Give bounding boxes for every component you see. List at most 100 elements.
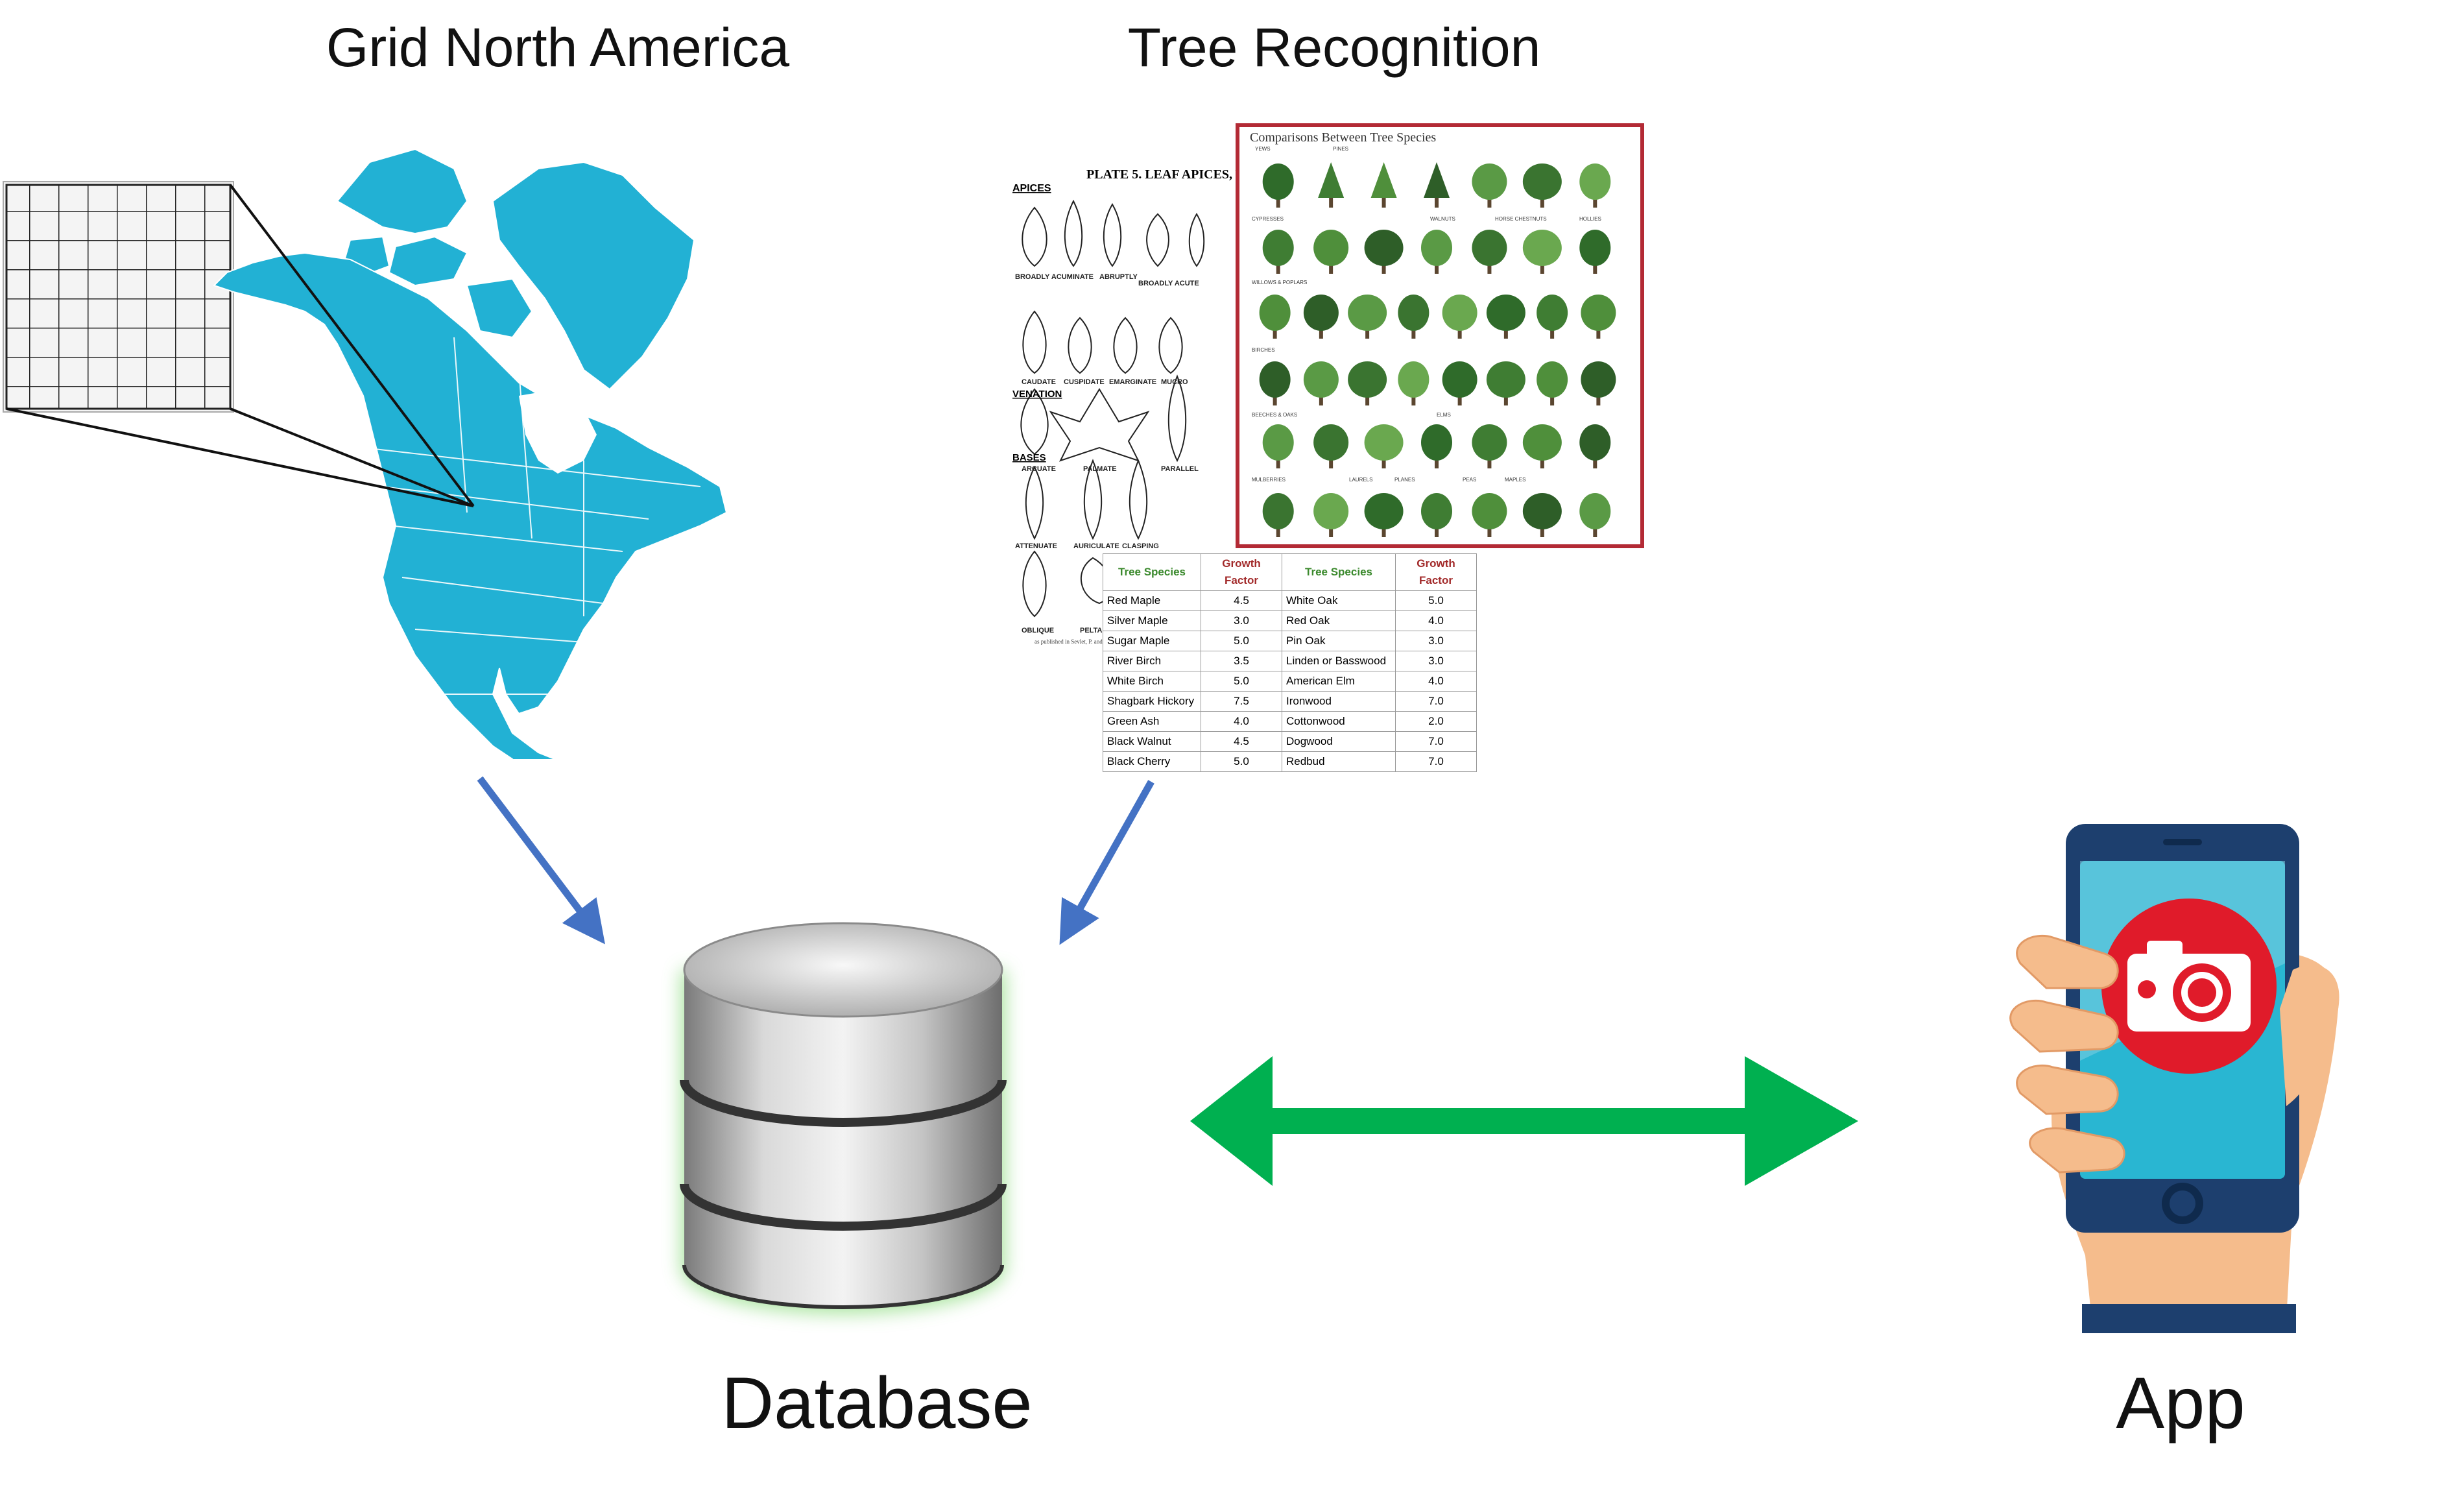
table-header-species-1: Tree Species [1103, 553, 1201, 591]
poster-tree-trunk [1540, 454, 1544, 468]
poster-tree-trunk [1503, 391, 1508, 405]
table-cell: Redbud [1282, 751, 1396, 772]
table-cell: 5.0 [1201, 671, 1282, 692]
leaf-plate-footer: as published in Sevlet, P. and G [1035, 638, 1108, 645]
table-cell: Dogwood [1282, 731, 1396, 752]
table-cell: 5.0 [1201, 631, 1282, 651]
poster-tree-crown [1522, 424, 1562, 461]
poster-tree-crown [1579, 163, 1611, 200]
table-cell: Linden or Basswood [1282, 651, 1396, 671]
poster-tree-trunk [1329, 260, 1334, 274]
apex-label-3: ABRUPTLY [1099, 273, 1138, 281]
poster-tree-trunk [1382, 454, 1386, 468]
poster-tree-trunk [1411, 391, 1416, 405]
poster-row-mulberries: MULBERRIES [1252, 477, 1286, 483]
poster-tree-crown [1364, 424, 1404, 461]
poster-tree-crown [1472, 424, 1507, 461]
table-cell: Cottonwood [1282, 711, 1396, 732]
table-cell: Pin Oak [1282, 631, 1396, 651]
apex-label-7: CUSPIDATE [1064, 378, 1105, 386]
poster-row-horse-chestnuts: HORSE CHESTNUTS [1495, 216, 1547, 222]
table-cell: 3.5 [1201, 651, 1282, 671]
poster-tree-crown [1313, 493, 1349, 529]
poster-tree-crown [1262, 163, 1294, 200]
poster-tree-crown [1313, 424, 1349, 461]
apex-label-1: BROADLY ACUMINATE [1015, 273, 1094, 281]
poster-row-maples: MAPLES [1505, 477, 1525, 483]
poster-tree-crown [1522, 230, 1562, 266]
table-cell: 4.0 [1201, 711, 1282, 732]
poster-tree-trunk [1550, 391, 1555, 405]
base-label-2: AURICULATE [1073, 542, 1119, 550]
poster-tree-trunk [1540, 260, 1544, 274]
poster-tree-trunk [1540, 523, 1544, 537]
arrow-database-app-bidirectional [1190, 1056, 1858, 1186]
poster-tree-trunk [1435, 260, 1439, 274]
table-cell: American Elm [1282, 671, 1396, 692]
camera-icon[interactable] [2101, 899, 2277, 1074]
poster-tree-trunk [1276, 260, 1280, 274]
smartphone-icon[interactable] [2007, 814, 2358, 1340]
table-cell: 3.0 [1395, 651, 1477, 671]
poster-tree-trunk [1365, 391, 1370, 405]
poster-tree-trunk [1457, 324, 1462, 339]
poster-tree-grid [1259, 162, 1616, 537]
poster-tree-trunk [1487, 523, 1492, 537]
database-cylinder-icon [680, 922, 1007, 1314]
apex-label-4: BROADLY ACUTE [1138, 280, 1199, 287]
poster-tree-trunk [1593, 454, 1597, 468]
poster-tree-crown [1472, 230, 1507, 266]
poster-row-cypresses: CYPRESSES [1252, 216, 1284, 222]
poster-tree-trunk [1487, 193, 1492, 208]
poster-row-peas: PEAS [1463, 477, 1476, 483]
table-cell: 4.5 [1201, 590, 1282, 611]
table-cell: 7.0 [1395, 731, 1477, 752]
base-label-3: CLASPING [1122, 542, 1159, 550]
poster-tree-crown [1421, 424, 1452, 461]
base-label-5: OBLIQUE [1022, 627, 1054, 634]
poster-tree-trunk [1550, 324, 1555, 339]
poster-tree-trunk [1319, 391, 1323, 405]
table-cell: Black Cherry [1103, 751, 1201, 772]
table-cell: White Birch [1103, 671, 1201, 692]
growth-factor-table: Tree Species Growth Factor Tree Species … [1103, 553, 1477, 772]
poster-tree-crown [1421, 230, 1452, 266]
poster-tree-crown [1348, 295, 1387, 331]
leaf-plate-title: PLATE 5. LEAF APICES, VENA [1086, 167, 1273, 182]
poster-tree-trunk [1540, 193, 1544, 208]
poster-tree-trunk [1365, 324, 1370, 339]
poster-tree-crown [1398, 361, 1429, 398]
north-america-map [3, 148, 728, 759]
app-label: App [2116, 1362, 2245, 1443]
poster-tree-crown [1442, 361, 1477, 398]
poster-tree-trunk [1596, 391, 1601, 405]
poster-tree-crown [1579, 493, 1611, 529]
leaf-section-apices: APICES [1012, 183, 1051, 194]
poster-tree-trunk [1457, 391, 1462, 405]
poster-tree-crown [1442, 295, 1477, 331]
poster-tree-crown [1313, 230, 1349, 266]
poster-row-hollies: HOLLIES [1579, 216, 1601, 222]
poster-tree-crown [1259, 361, 1291, 398]
table-cell: 5.0 [1395, 590, 1477, 611]
poster-tree-trunk [1435, 454, 1439, 468]
table-cell: Shagbark Hickory [1103, 691, 1201, 712]
poster-tree-trunk [1276, 523, 1280, 537]
poster-tree-crown [1522, 493, 1562, 529]
table-header-species-2: Tree Species [1282, 553, 1396, 591]
poster-tree-crown [1318, 162, 1345, 198]
poster-tree-trunk [1487, 454, 1492, 468]
poster-tree-crown [1348, 361, 1387, 398]
table-cell: Black Walnut [1103, 731, 1201, 752]
poster-tree-crown [1581, 361, 1616, 398]
poster-row-yews: YEWS [1255, 146, 1271, 152]
grid-title: Grid North America [326, 17, 790, 78]
table-cell: Ironwood [1282, 691, 1396, 712]
poster-tree-crown [1579, 424, 1611, 461]
base-label-6: PELTA [1080, 627, 1102, 634]
